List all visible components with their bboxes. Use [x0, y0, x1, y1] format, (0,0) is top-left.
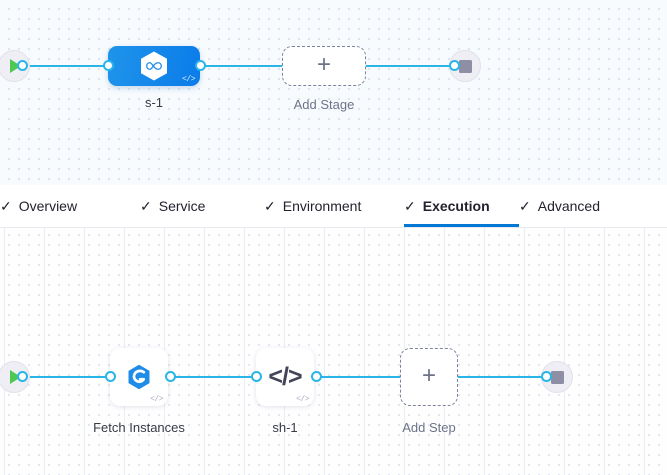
plus-icon: + — [421, 362, 436, 389]
check-icon: ✓ — [519, 198, 531, 214]
add-stage-label: Add Stage — [293, 97, 355, 112]
check-icon: ✓ — [264, 198, 276, 214]
add-stage-button[interactable]: + — [282, 46, 366, 86]
stage-node-label: s-1 — [144, 95, 164, 110]
edge-addstage-to-end — [366, 65, 456, 67]
stop-icon — [458, 59, 472, 73]
step-code-badge-icon: </> — [296, 395, 309, 404]
port-sh1-out[interactable] — [311, 371, 322, 382]
tab-service[interactable]: ✓ Service — [140, 185, 264, 227]
step-label-sh-1: sh-1 — [272, 420, 298, 435]
pipeline-tabbar: ✓ Overview ✓ Service ✓ Environment ✓ Exe… — [0, 185, 667, 228]
tab-label-execution: Execution — [422, 198, 490, 214]
port-end-in[interactable] — [449, 60, 460, 71]
step-label-fetch-instances: Fetch Instances — [93, 420, 185, 435]
tab-execution[interactable]: ✓ Execution — [404, 185, 519, 227]
shell-script-glyph: </> — [268, 362, 302, 391]
plus-icon: + — [316, 51, 331, 78]
tab-advanced[interactable]: ✓ Advanced — [519, 185, 639, 227]
stop-icon — [550, 370, 564, 384]
port-steps-start-out[interactable] — [17, 371, 28, 382]
tab-label-advanced: Advanced — [537, 198, 601, 214]
play-icon — [10, 59, 21, 73]
stage-code-badge-icon: </> — [182, 75, 195, 84]
tab-label-service: Service — [158, 198, 206, 214]
port-start-out[interactable] — [17, 60, 28, 71]
tab-overview[interactable]: ✓ Overview — [0, 185, 140, 227]
edge-stage-to-addstage — [196, 65, 282, 67]
check-icon: ✓ — [0, 198, 12, 214]
port-steps-end-in[interactable] — [541, 371, 552, 382]
edge-sh1-to-addstep — [316, 376, 402, 378]
shell-script-icon: </> — [268, 362, 302, 391]
edge-start-to-fetch — [22, 376, 114, 378]
tab-label-environment: Environment — [282, 198, 362, 214]
port-stage-in[interactable] — [103, 60, 114, 71]
port-fetch-in[interactable] — [105, 371, 116, 382]
port-sh1-in[interactable] — [251, 371, 262, 382]
edge-addstep-to-end — [458, 376, 550, 378]
step-node-fetch-instances[interactable]: </> — [110, 348, 168, 406]
check-icon: ✓ — [404, 198, 416, 214]
add-step-button[interactable]: + — [400, 348, 458, 406]
edge-start-to-stage — [22, 65, 114, 67]
step-code-badge-icon: </> — [150, 395, 163, 404]
stage-canvas[interactable]: </> s-1 + Add Stage — [0, 0, 667, 185]
hexagon-infinity-icon — [141, 51, 167, 81]
port-stage-out[interactable] — [195, 60, 206, 71]
step-node-sh-1[interactable]: </> </> — [256, 348, 314, 406]
add-step-label: Add Step — [402, 420, 456, 435]
tab-label-overview: Overview — [18, 198, 78, 214]
harness-spiral-icon — [125, 363, 153, 391]
edge-fetch-to-sh1 — [172, 376, 258, 378]
tab-environment[interactable]: ✓ Environment — [264, 185, 404, 227]
stage-node-s-1[interactable]: </> — [108, 46, 200, 86]
check-icon: ✓ — [140, 198, 152, 214]
steps-end-node[interactable] — [541, 361, 573, 393]
play-icon — [10, 370, 21, 384]
port-fetch-out[interactable] — [165, 371, 176, 382]
step-canvas[interactable]: </> Fetch Instances </> </> sh-1 + Ad — [0, 228, 667, 475]
